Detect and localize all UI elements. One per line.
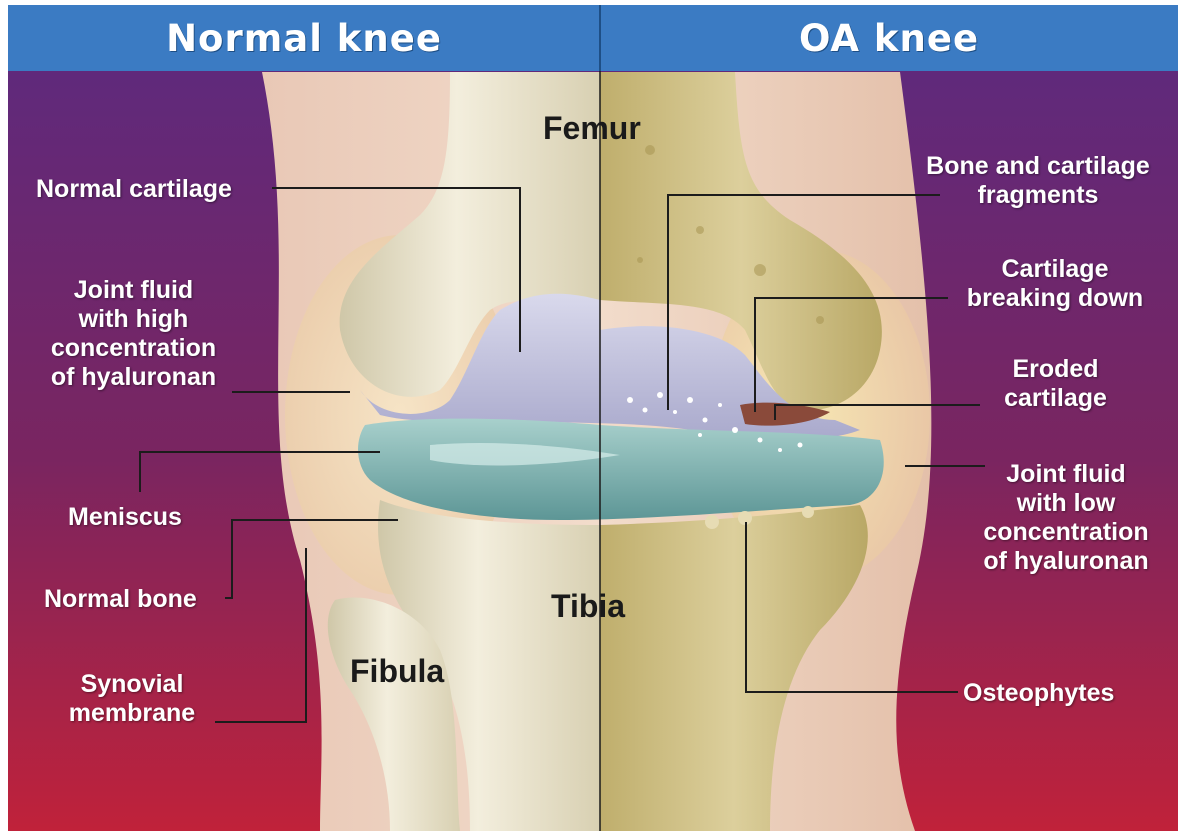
label-bone-cartilage-fragments: Bone and cartilage fragments	[905, 152, 1171, 210]
meniscus-shape	[358, 419, 884, 520]
label-line: concentration	[966, 518, 1166, 547]
fibula-label: Fibula	[350, 653, 444, 690]
tibia-label: Tibia	[551, 588, 625, 625]
label-cartilage-breaking-down: Cartilage breaking down	[946, 255, 1164, 313]
label-line: with low	[966, 489, 1166, 518]
label-line: breaking down	[946, 284, 1164, 313]
label-eroded-cartilage: Eroded cartilage	[983, 355, 1128, 413]
femur-label: Femur	[543, 110, 641, 147]
label-joint-fluid-high: Joint fluid with high concentration of h…	[35, 276, 232, 392]
label-meniscus: Meniscus	[68, 503, 182, 532]
label-line: Joint fluid	[35, 276, 232, 305]
label-osteophytes: Osteophytes	[963, 679, 1114, 708]
label-line: concentration	[35, 334, 232, 363]
header-oa-knee: OA knee	[600, 5, 1178, 71]
label-line: Eroded	[983, 355, 1128, 384]
label-normal-cartilage: Normal cartilage	[36, 175, 232, 204]
label-normal-bone: Normal bone	[44, 585, 197, 614]
label-line: Synovial	[52, 670, 212, 699]
label-line: Joint fluid	[966, 460, 1166, 489]
label-joint-fluid-low: Joint fluid with low concentration of hy…	[966, 460, 1166, 576]
label-line: of hyaluronan	[35, 363, 232, 392]
label-line: with high	[35, 305, 232, 334]
label-line: Cartilage	[946, 255, 1164, 284]
label-line: membrane	[52, 699, 212, 728]
label-line: of hyaluronan	[966, 547, 1166, 576]
header-normal-knee: Normal knee	[8, 5, 600, 71]
label-line: cartilage	[983, 384, 1128, 413]
label-line: fragments	[905, 181, 1171, 210]
label-line: Bone and cartilage	[905, 152, 1171, 181]
label-synovial-membrane: Synovial membrane	[52, 670, 212, 728]
